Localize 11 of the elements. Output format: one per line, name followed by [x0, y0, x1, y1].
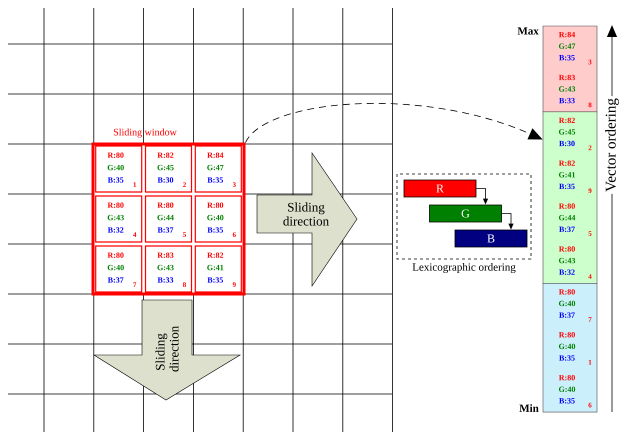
color-band [542, 26, 598, 112]
channel-bar: R [404, 180, 476, 198]
axis-label: Max [518, 27, 539, 35]
channel-bar: G [429, 204, 502, 222]
channel-bar: B [454, 230, 528, 248]
color-band [542, 112, 598, 284]
axis-label: Min [519, 404, 539, 412]
axis-title: Vector ordering [603, 96, 621, 194]
node-label: Lexicographic ordering [412, 263, 516, 274]
node-label: Sliding window [114, 128, 177, 138]
color-band [542, 283, 598, 412]
